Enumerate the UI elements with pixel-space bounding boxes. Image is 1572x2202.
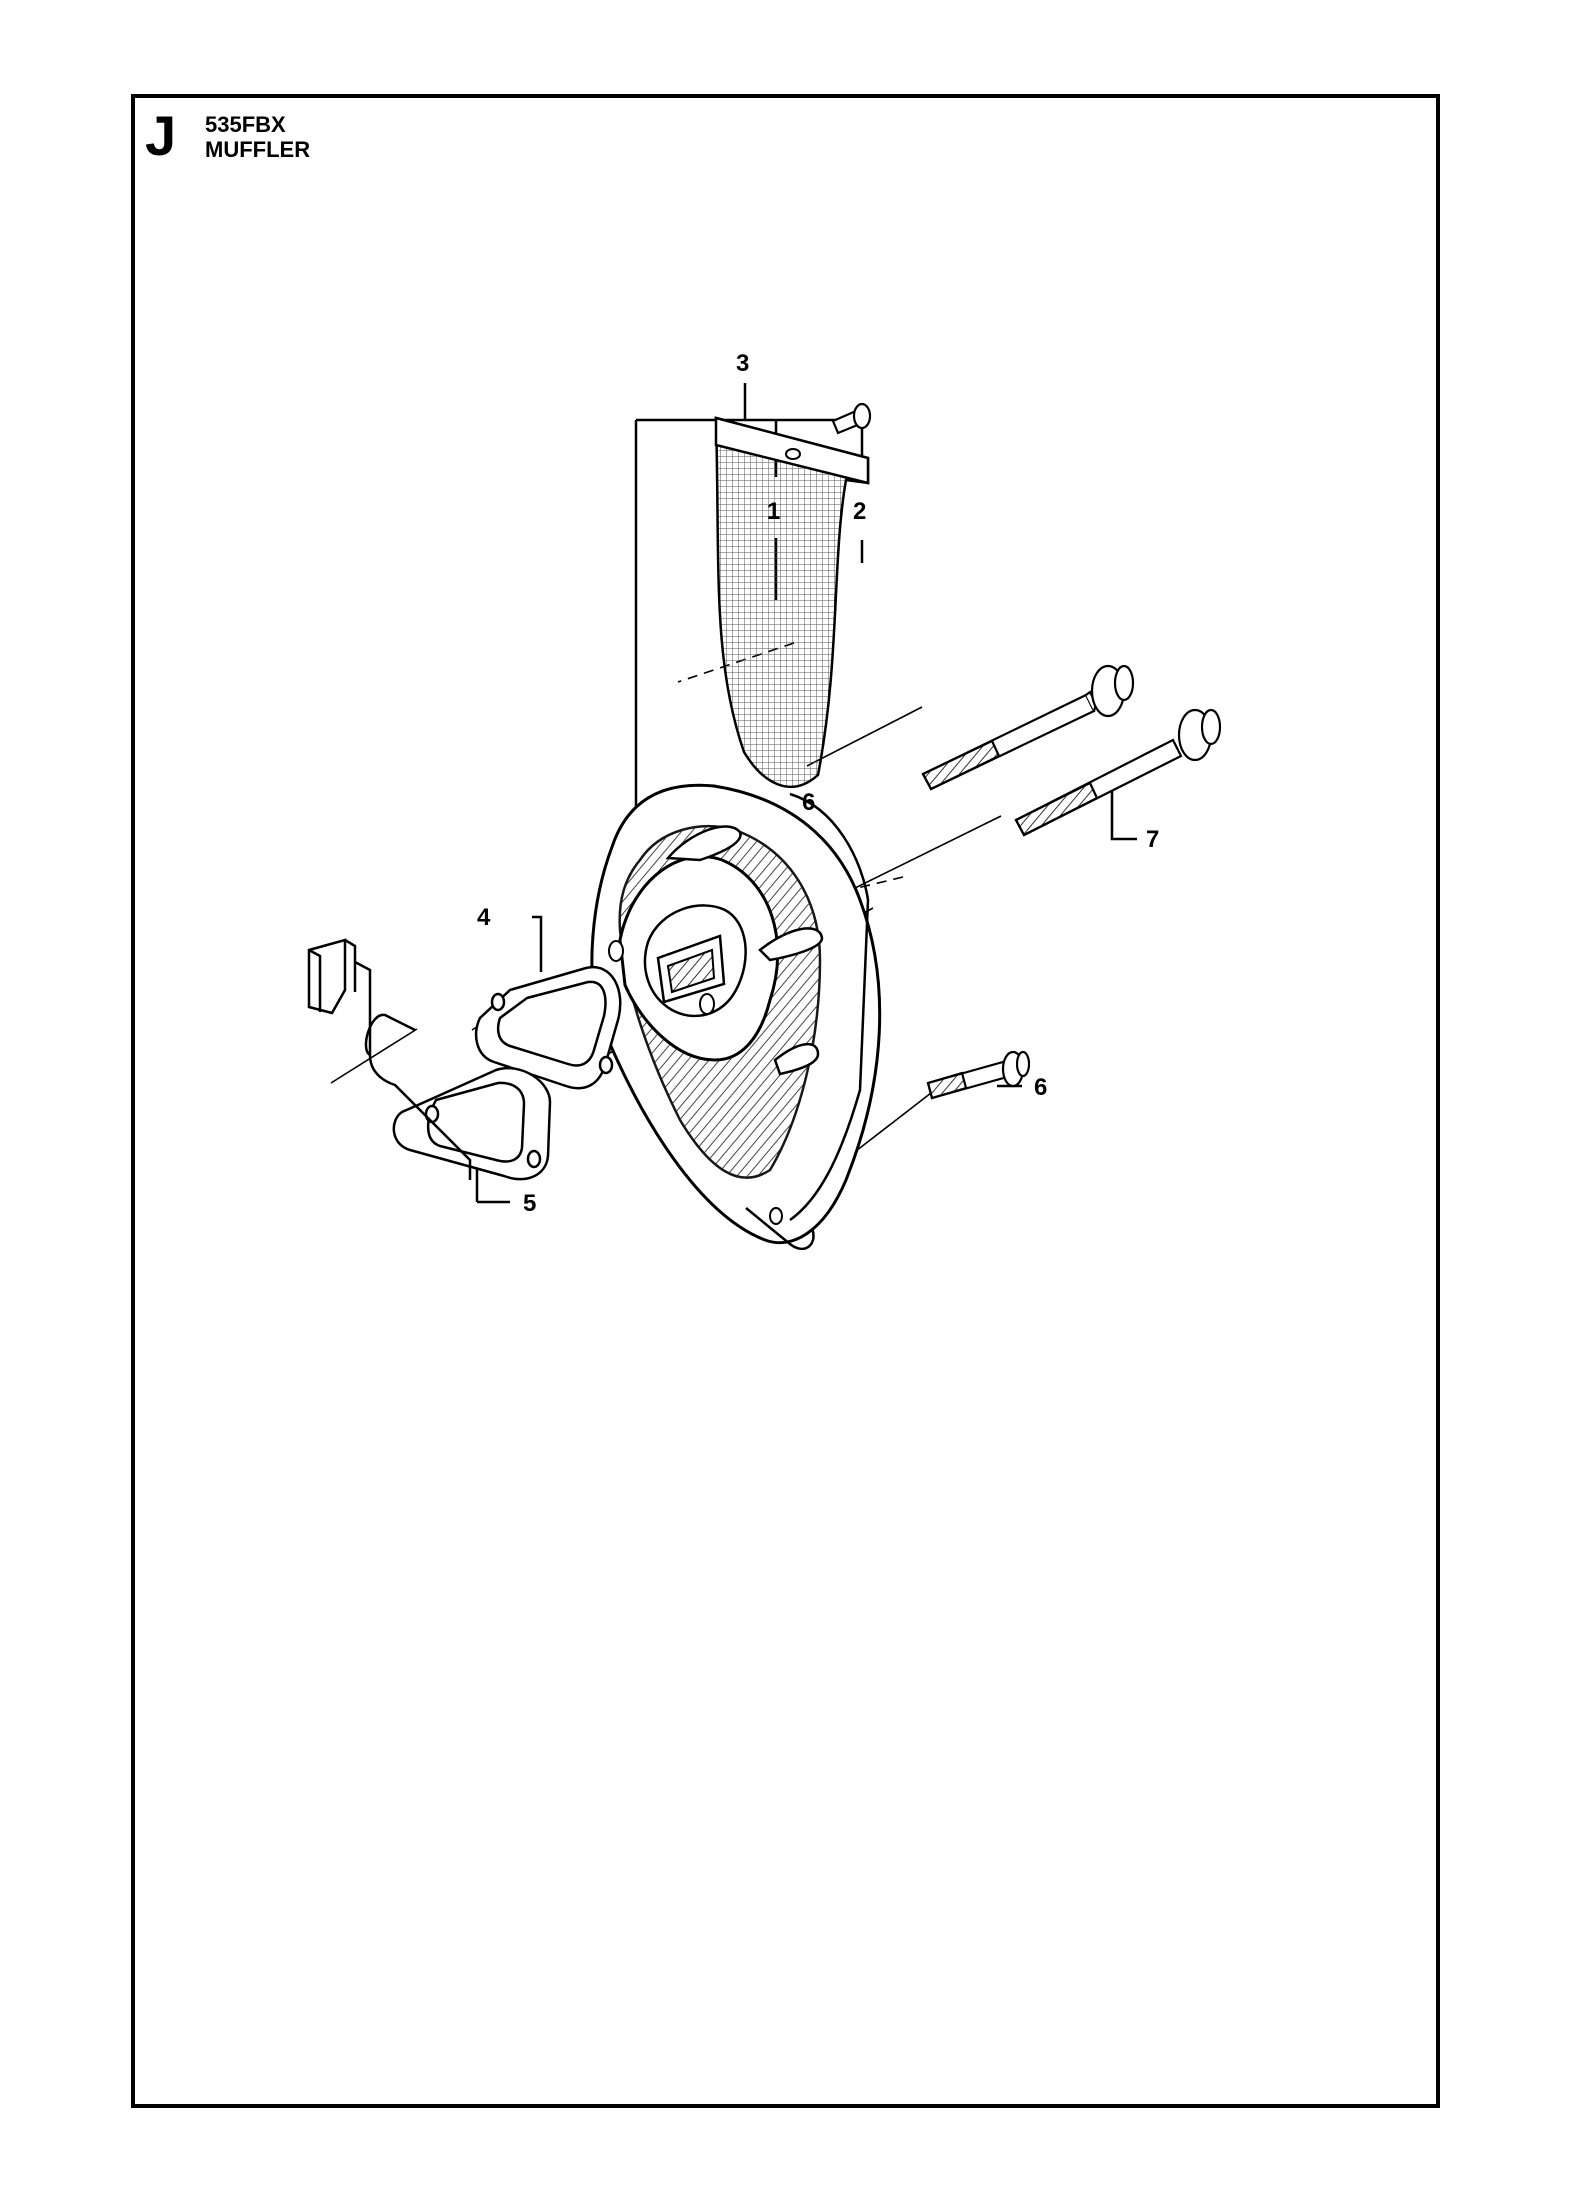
bolt-long-upper [921,664,1135,791]
bracket-plate [307,938,472,1180]
heat-shield-screen [714,416,870,788]
callout-7: 7 [1146,826,1159,853]
gasket-inner [392,1067,552,1181]
callout-labels: 3 1 2 6 7 4 6 5 [477,350,1159,1217]
section-letter: J [145,104,177,167]
model-name: 535FBX [205,112,286,137]
gasket-outer [474,965,622,1090]
callout-4: 4 [477,904,491,931]
page-frame [131,94,1440,2108]
page-title: MUFFLER [205,137,311,162]
screw-small [831,402,872,435]
bolt-short [926,1050,1031,1100]
callout-3: 3 [736,350,749,377]
callout-2: 2 [853,498,866,525]
callout-1: 1 [767,498,780,525]
callout-6-top: 6 [802,789,815,816]
callout-6-bottom: 6 [1034,1074,1047,1101]
muffler-body [590,783,882,1251]
bolt-long-lower [1014,708,1222,837]
callout-5: 5 [523,1190,536,1217]
